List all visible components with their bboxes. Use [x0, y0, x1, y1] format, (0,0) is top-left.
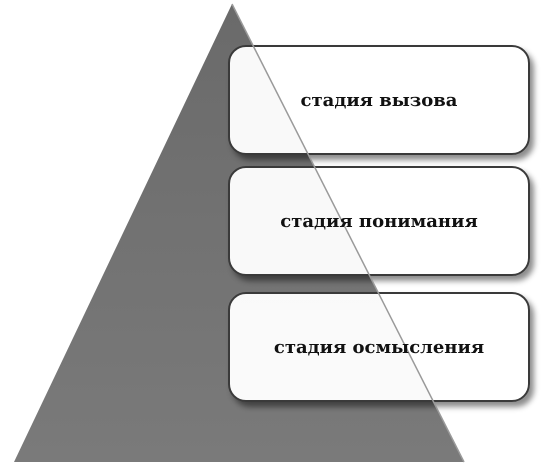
- stage-box-reflection: стадия осмысления: [228, 292, 530, 402]
- stage-box-understanding: стадия понимания: [228, 166, 530, 276]
- stage-label-reflection: стадия осмысления: [273, 336, 485, 358]
- stage-box-challenge: стадия вызова: [228, 45, 530, 155]
- stage-label-challenge: стадия вызова: [300, 89, 458, 111]
- stage-label-understanding: стадия понимания: [280, 210, 478, 232]
